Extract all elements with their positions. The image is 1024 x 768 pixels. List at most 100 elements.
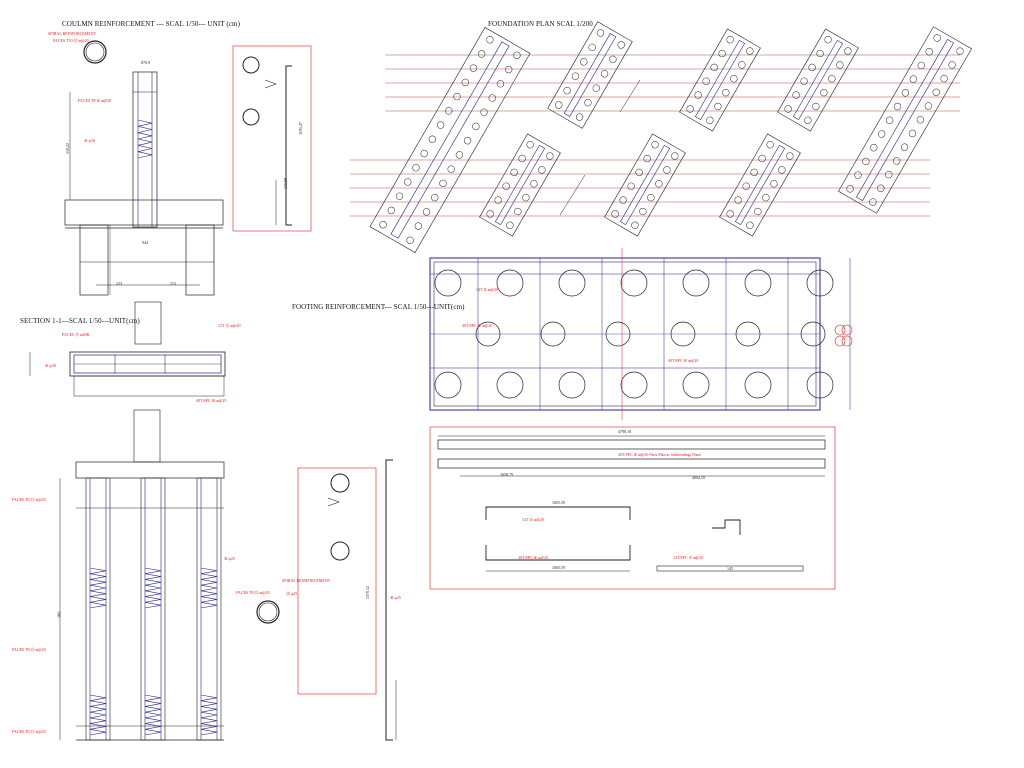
pile-hole [538,166,546,174]
ring-label-note: SPIRAL REINFORCEMENT [282,578,331,583]
footing-pile-top [682,269,710,297]
pile-2 [140,477,166,741]
pile-hole [734,196,742,204]
column-spiral-ring-inner [85,42,105,62]
pile-hole [518,154,526,163]
pile-hole [885,170,893,179]
pile-hole [461,78,469,87]
pile-hole [762,193,770,202]
pile-top-note: FACES T8 ⑬ ⌀@20 [12,497,46,502]
slab-beam [494,144,546,226]
column-bar-note: FACES T10 ⑬ ⌀@20 [53,38,89,43]
spiral-zigzag [89,567,107,609]
pile-hole [854,171,862,179]
pile-hole [412,164,420,172]
footing-marker-3 [841,324,853,336]
pile-hole [514,207,522,216]
pile-ring-1 [330,473,350,493]
pile-hole [663,166,671,174]
schedule-bar-top [437,439,826,450]
column-tie-note: FACES T8 ⑨ ⌀@20 [78,98,112,103]
pile-hole [609,55,617,63]
bar-ring-1 [242,56,260,74]
spiral-zigzag [137,119,153,159]
pile-hole [617,41,625,49]
pile-hole [563,87,571,95]
bar-schedule-frame [429,426,836,590]
pile-mid-note: FACES T8 ⑬ ⌀@20 [12,647,46,652]
footing-marker-4 [841,335,853,347]
pile-hole [655,180,663,188]
pile-hole [404,178,412,186]
pile-hole [635,168,643,177]
pile-cap [75,461,225,479]
section-left-note: ④ φ30 [45,363,56,368]
pile-hole [893,102,902,111]
pile-hole [447,165,455,173]
pile-hole [917,61,925,70]
pile-hole [575,113,584,121]
footing-pile-top [744,269,772,297]
slab-a1 [547,21,633,129]
pile-hole [502,182,510,190]
slab-large-right [838,26,972,214]
pile-hole [706,116,714,124]
footing-pile-top [496,269,524,297]
section-pile-row [73,375,225,397]
pile-hole [916,116,925,124]
col-base-a-dim: 223 [116,281,122,286]
column-footing-cap [64,199,224,226]
pile-hole [792,91,800,99]
foundation-plan-title: FOUNDATION PLAN SCAL 1/200 [488,20,593,28]
pile-hole [522,193,530,202]
foot-total-dim: 4790,18 [618,429,631,434]
slab-beam [734,144,786,226]
pile-hole [379,221,387,229]
pile-hole [948,61,956,69]
bar-a-note: 14T ⑤ ⌀@20 [522,517,545,522]
pile-hole [925,48,933,56]
section-top-note: FACES ⑪ ⌀20B [62,332,90,337]
pile-ring-arrow [327,497,340,507]
pile-hole [901,89,910,97]
pile-hole [750,168,758,177]
pile-hole [486,36,494,44]
slab-outline [679,28,761,132]
pile-hole [671,152,679,160]
bar-detail-note: 40T/SPC ⑥ ⌀@20 Parts Plan as Subheadings… [618,452,701,457]
pile-hole [453,92,461,101]
pile-hole [746,47,754,55]
pile-hole [816,49,824,58]
ring-b-note: ⑬ φ25 [286,591,298,596]
pile-hole [463,137,472,145]
pile-hole [478,50,486,58]
pile-hole [702,77,710,85]
pile-hole [639,207,647,216]
drawing-geometry [29,21,972,741]
pile-hole [844,47,852,55]
bar-bending-frame [232,45,312,232]
pile-hole [428,135,437,143]
pile-hole [571,72,580,80]
spiral-zigzag [89,694,107,736]
pile-hole [584,99,592,107]
footing-pile-bot [496,371,524,399]
section-bottom-note: 40T/SPC ⑩ ⌀@25 [196,398,227,403]
pile-hole [627,182,635,190]
foundation-cut-1 [619,79,641,113]
pile-hole [836,61,844,69]
pile-hole [710,63,718,72]
slab-outline [547,21,633,129]
column-reinforcement-title: COULMN REINFORCEMENT --- SCAL 1/50--- UN… [62,20,241,28]
pile-hole [766,141,774,149]
foundation-cut-2 [559,174,586,216]
pile-hole [784,105,792,113]
pile-hole [722,88,730,97]
slab-outline [777,28,859,132]
pile-hole [643,154,651,163]
pile-bending-frame [297,467,377,695]
schedule-bar-bottom [437,458,826,469]
footing-pile-top [434,269,462,297]
pile-hole [718,49,726,58]
pile-hole [824,36,832,44]
